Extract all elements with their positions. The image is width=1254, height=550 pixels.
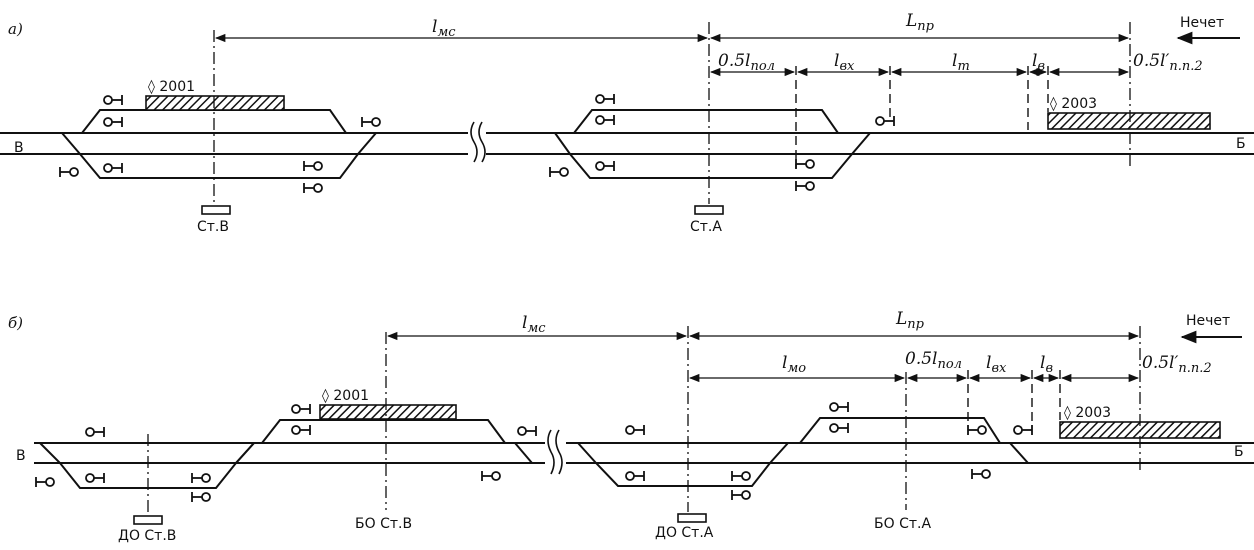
train-2001-label: ◊ 2001: [148, 79, 195, 95]
diagram-b-part-label: б): [8, 314, 23, 332]
dim-l-v-label: lв: [1040, 353, 1053, 376]
signal-icon: [35, 477, 55, 487]
signal-icon: [875, 116, 895, 126]
signal-icon: [967, 425, 987, 435]
bo-st-a-label: БО Ст.А: [874, 516, 931, 532]
train-2001: [319, 404, 457, 420]
crossover: [1009, 442, 1029, 464]
signal-icon: [103, 117, 123, 127]
dim-l-v-label: lв: [1032, 51, 1045, 74]
dim-half-l-pp2-label: 0.5l′п.п.2: [1133, 51, 1203, 74]
train-2001: [145, 95, 285, 111]
break-mark: [555, 429, 563, 475]
diagram-b: б) Нечет В Б ◊ 2001 ◊ 2003: [8, 309, 1254, 544]
station-a-label: Ст.А: [690, 219, 722, 235]
diagram-b-right-label: Б: [1234, 444, 1244, 460]
dim-l-mc-label: lмс: [522, 313, 546, 336]
break-mark: [547, 429, 555, 475]
do-st-v-label: ДО Ст.В: [118, 528, 176, 544]
diagram-a-right-label: Б: [1236, 136, 1246, 152]
train-2001-label: ◊ 2001: [322, 388, 369, 404]
station-a-box: [694, 205, 724, 215]
signal-icon: [291, 404, 311, 414]
dim-l-vx-label: lвх: [834, 51, 855, 74]
train-2003: [1047, 112, 1211, 130]
diagram-a-part-label: а): [8, 20, 23, 38]
signal-icon: [103, 163, 123, 173]
signal-icon: [625, 425, 645, 435]
diagram-a-direction-label: Нечет: [1180, 15, 1224, 31]
signal-icon: [971, 469, 991, 479]
signal-icon: [595, 115, 615, 125]
diagram-a-left-label: В: [14, 140, 24, 156]
station-a-loop: [577, 442, 789, 487]
station-v-box: [201, 205, 231, 215]
signal-icon: [85, 427, 105, 437]
station-a-outline: [554, 109, 871, 179]
signal-icon: [59, 167, 79, 177]
do-st-v-box: [133, 515, 163, 525]
signal-icon: [625, 471, 645, 481]
signal-icon: [829, 402, 849, 412]
signal-icon: [481, 471, 501, 481]
signal-icon: [191, 473, 211, 483]
signal-icon: [85, 473, 105, 483]
signal-icon: [731, 471, 751, 481]
signal-icon: [1013, 425, 1033, 435]
signal-icon: [103, 95, 123, 105]
signal-icon: [731, 490, 751, 500]
dim-l-vx-label: lвх: [986, 353, 1007, 376]
crossover: [514, 442, 533, 464]
do-st-a-label: ДО Ст.А: [655, 525, 714, 541]
break-mark: [478, 121, 486, 163]
signal-icon: [549, 167, 569, 177]
dim-l-mc-label: lмс: [432, 17, 456, 40]
station-v-upper: [261, 419, 506, 444]
signal-icon: [291, 425, 311, 435]
signal-icon: [595, 161, 615, 171]
diagram-a: а) Нечет В Б ◊ 2001 ◊ 2003: [0, 11, 1254, 235]
dim-L-pr-label: Lпр: [895, 309, 925, 332]
station-v-outline: [60, 109, 377, 179]
signal-icon: [191, 492, 211, 502]
train-2003-label: ◊ 2003: [1064, 405, 1111, 421]
signal-icon: [517, 426, 537, 436]
signal-icon: [795, 159, 815, 169]
signal-icon: [361, 117, 381, 127]
dim-l-t-label: lт: [952, 51, 970, 74]
dim-half-l-pol-label: 0.5lпол: [718, 51, 775, 74]
bo-st-v-label: БО Ст.В: [355, 516, 412, 532]
break-mark: [470, 121, 478, 163]
dim-half-l-pp2-label: 0.5l′п.п.2: [1142, 353, 1212, 376]
diagram-b-left-label: В: [16, 448, 26, 464]
station-v-loop: [39, 442, 255, 489]
dim-L-pr-label: Lпр: [905, 11, 935, 34]
station-v-label: Ст.В: [197, 219, 229, 235]
crossover: [235, 442, 255, 464]
station-a-upper: [799, 417, 1001, 444]
train-2003-label: ◊ 2003: [1050, 96, 1097, 112]
signal-icon: [595, 94, 615, 104]
do-st-a-box: [677, 513, 707, 523]
dim-half-l-pol-label: 0.5lпол: [905, 349, 962, 372]
dim-l-mo-label: lмо: [782, 353, 806, 376]
signal-icon: [303, 161, 323, 171]
signal-icon: [829, 423, 849, 433]
diagram-b-direction-label: Нечет: [1186, 313, 1230, 329]
signal-icon: [303, 183, 323, 193]
signal-icon: [795, 181, 815, 191]
